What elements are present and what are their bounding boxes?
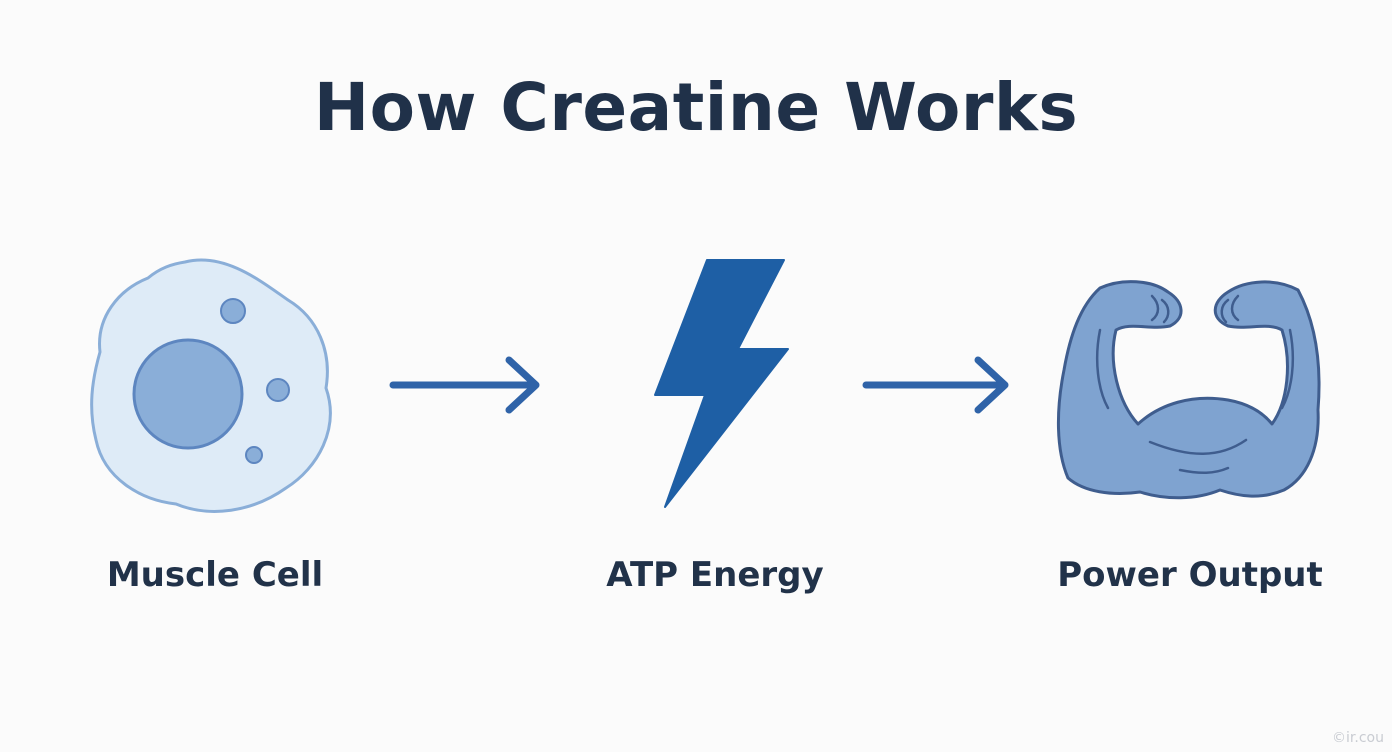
arrow-right-icon [862,356,1009,414]
cell-organelle [245,446,263,464]
arrow-right-icon [389,356,540,414]
right-fist-detail [1220,298,1230,324]
left-fist-detail [1150,294,1160,322]
right-bicep-line [1280,328,1295,410]
page-title: How Creatine Works [313,69,1079,146]
step-label-atp-energy: ATP Energy [606,555,824,595]
cell-organelle [220,298,246,324]
flexed-arms-icon [1056,280,1321,500]
muscle-body [1056,280,1321,500]
muscle-cell-icon [90,258,332,513]
abdomen-line [1178,466,1230,474]
left-bicep-line [1095,328,1110,410]
left-fist-detail [1160,298,1170,324]
lightning-bolt-icon [654,259,789,508]
cell-nucleus [132,338,244,450]
watermark: ©ir.cou [1332,730,1384,746]
cell-organelle [266,378,290,402]
chest-line [1148,438,1248,455]
right-fist-detail [1230,294,1240,322]
step-label-power-output: Power Output [1057,555,1323,595]
step-label-muscle-cell: Muscle Cell [106,555,324,595]
